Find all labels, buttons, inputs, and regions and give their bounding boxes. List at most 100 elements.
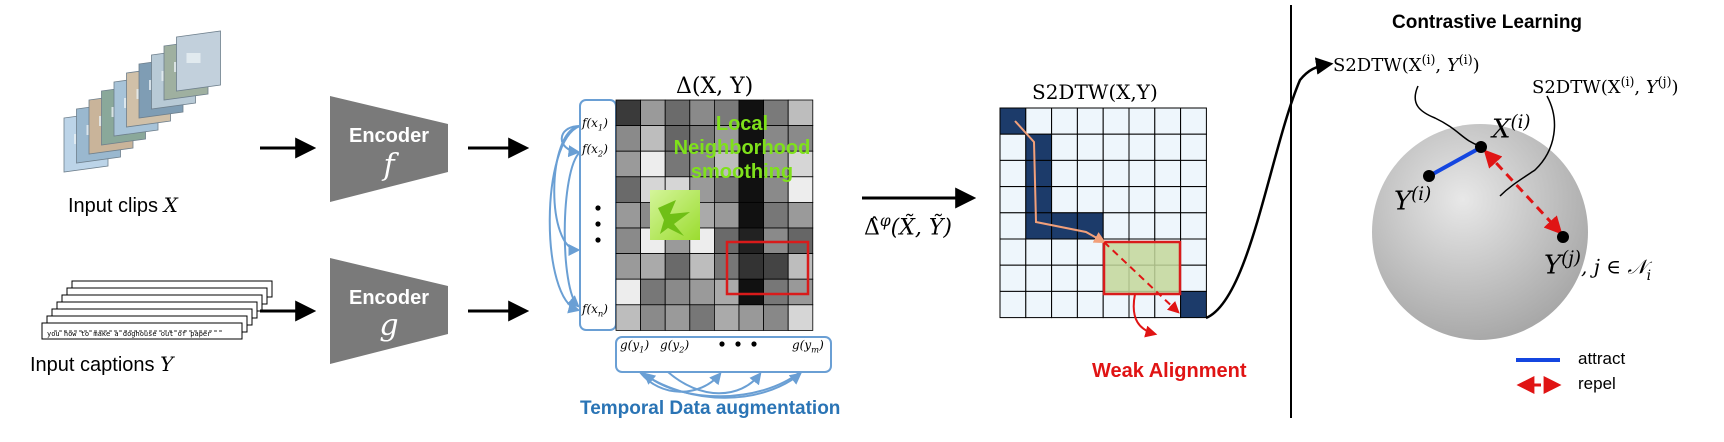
clip-frame: [176, 30, 221, 92]
s2dtw-cell: [1025, 212, 1053, 240]
s2dtw-cell: [1180, 133, 1207, 161]
s2dtw-title: S2DTW(X,Y): [1032, 80, 1158, 104]
encoder-f-shape: [330, 96, 448, 202]
point-y-i: [1423, 170, 1435, 182]
weak-alignment-label: Weak Alignment: [1092, 360, 1247, 382]
s2dtw-cell: [1076, 238, 1104, 266]
input-clips-symbol: X: [163, 193, 178, 217]
attract-line: [1430, 147, 1479, 177]
cost-cell: [738, 150, 765, 178]
s2dtw-cell: [999, 264, 1027, 292]
cost-cell: [787, 99, 814, 127]
s2dtw-cell: [1051, 238, 1078, 266]
point-y-j: [1557, 231, 1569, 243]
s2dtw-cell: [1180, 186, 1207, 214]
transform-label: Δ̂φ(X̃, Ỹ): [864, 212, 952, 240]
repel-line: [1483, 149, 1563, 235]
s2dtw-cell: [1051, 290, 1078, 319]
row-label-fn-sub: n: [597, 308, 604, 319]
cost-cell: [714, 125, 740, 152]
smoothing-blob: [650, 190, 700, 240]
row-label-f2-prefix: f(x: [582, 142, 598, 156]
cost-cell: [689, 125, 715, 152]
contrastive-title: Contrastive Learning: [1392, 12, 1583, 33]
input-clips-text: Input clips: [68, 195, 159, 217]
s2dtw-cell: [1180, 212, 1207, 240]
col-label-g2-sub: 2: [679, 344, 685, 355]
s2dtw-cell: [1102, 159, 1130, 188]
s2dtw-cell: [1154, 159, 1182, 188]
s2dtw-cell: [1180, 290, 1207, 319]
cost-cell: [640, 125, 666, 152]
label-y-i-sup: (i): [1411, 184, 1432, 205]
s2dtw-cell: [1154, 186, 1182, 214]
cost-cell: [664, 304, 691, 331]
pos-pair-sup-x: (i): [1421, 52, 1436, 67]
label-y-i: Y(i): [1394, 184, 1432, 217]
cost-cell: [615, 253, 642, 280]
smoothing-line-2: Neighborhood: [673, 137, 811, 159]
cost-cell: [787, 176, 814, 203]
caption-card: [41, 322, 243, 340]
cost-cell: [640, 253, 666, 280]
input-clips-stack: [63, 30, 221, 173]
smoothing-label: Local Neighborhood smoothing: [662, 112, 822, 184]
cost-cell: [615, 99, 642, 127]
cost-cell: [615, 278, 642, 306]
input-clips-label: Input clips X: [68, 193, 178, 218]
row-label-f1-sub: 1: [597, 122, 604, 133]
s2dtw-cell: [1102, 107, 1130, 135]
s2dtw-cell: [1154, 212, 1182, 240]
caption-front-text: you how to make a doghouse out of paper: [47, 330, 212, 338]
label-y-j-condition: , j ∈ 𝒩: [1581, 254, 1647, 279]
column-features-box: [615, 336, 832, 373]
cost-cell: [787, 125, 814, 152]
legend-attract-label: attract: [1578, 349, 1626, 368]
s2dtw-alignment-path: [1014, 120, 1107, 244]
cost-cell: [664, 278, 691, 306]
pos-pair-sup-y: (i): [1458, 52, 1473, 67]
s2dtw-cell: [999, 238, 1027, 266]
row-label-f1-close: ): [603, 116, 608, 130]
col-label-g2-close: ): [684, 338, 690, 352]
s2dtw-cell: [1154, 107, 1182, 135]
cost-cell: [615, 201, 642, 229]
cost-cell: [689, 150, 715, 178]
encoder-g-shape: [330, 258, 448, 364]
s2dtw-cell: [1154, 133, 1182, 161]
col-label-g2-prefix: g(y: [660, 338, 680, 352]
s2dtw-cell: [1180, 159, 1207, 188]
cost-cell: [738, 201, 765, 229]
transform-args: (X̃, Ỹ): [890, 215, 953, 241]
col-label-g2: g(y2): [660, 338, 689, 354]
cost-cell: [615, 227, 642, 255]
s2dtw-cell: [1102, 133, 1130, 161]
cost-cell: [714, 304, 740, 331]
s2dtw-cell: [999, 107, 1027, 135]
s2dtw-cell: [1076, 133, 1104, 161]
cost-cell: [615, 176, 642, 203]
embedding-sphere: [1372, 124, 1588, 340]
s2dtw-cell: [999, 133, 1027, 161]
row-ellipsis-dot: [595, 205, 601, 211]
s2dtw-cell: [1076, 186, 1104, 214]
encoder-f-symbol: f: [383, 148, 395, 183]
input-captions-text: Input captions: [30, 354, 155, 376]
neg-pair-sup-y: (j): [1657, 74, 1672, 89]
s2dtw-cell: [1128, 107, 1156, 135]
row-label-f2-close: ): [603, 142, 608, 156]
neg-pair-prefix: S2DTW(X: [1532, 77, 1621, 98]
row-features-box: [579, 99, 617, 331]
cost-cell: [738, 278, 765, 306]
cost-cell: [763, 201, 789, 229]
arrow-s2dtw-to-contrastive: [1205, 57, 1334, 320]
encoder-f-title: Encoder: [348, 125, 430, 147]
neg-pair-label: S2DTW(X(i), Y(j)): [1532, 74, 1679, 98]
s2dtw-cell: [1025, 186, 1053, 214]
s2dtw-cell: [1076, 107, 1104, 135]
s2dtw-cell: [1051, 159, 1078, 188]
s2dtw-cell: [999, 186, 1027, 214]
s2dtw-cell: [1102, 186, 1130, 214]
s2dtw-cell: [999, 159, 1027, 188]
s2dtw-cell: [1051, 186, 1078, 214]
